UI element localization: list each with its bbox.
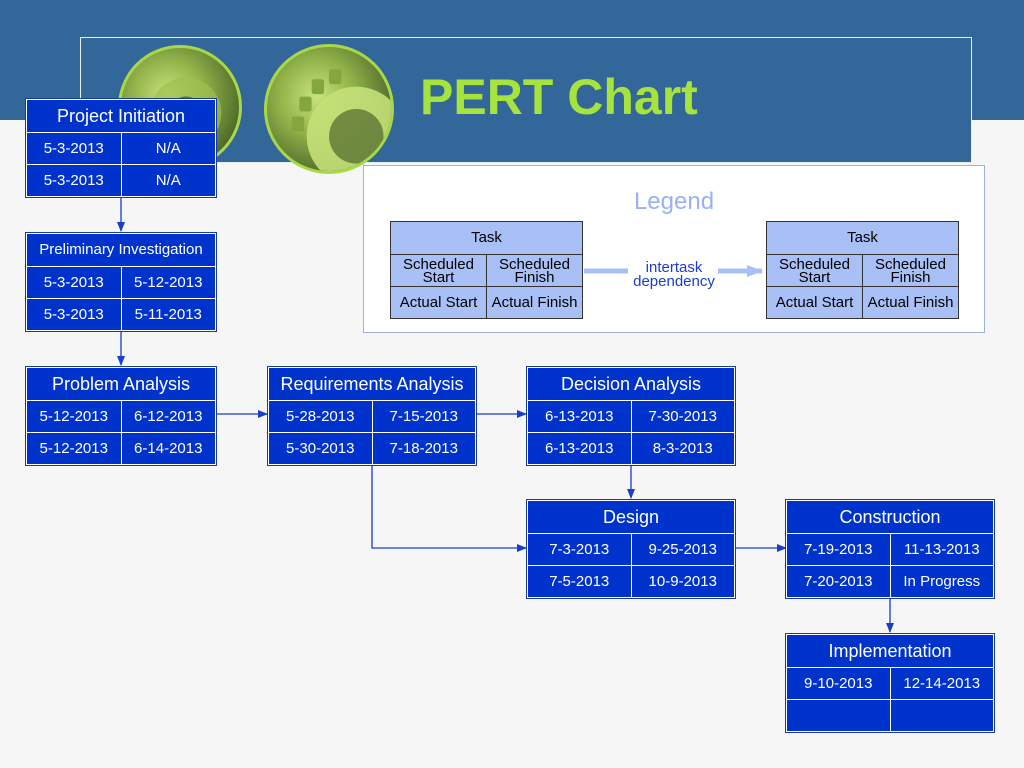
actual-finish: 10-9-2013 [630, 566, 735, 597]
scheduled-finish: 7-30-2013 [630, 401, 735, 432]
node-title: Preliminary Investigation [39, 241, 203, 258]
actual-finish: In Progress [889, 566, 994, 597]
scheduled-start: 5-3-2013 [43, 274, 104, 291]
actual-finish: 5-11-2013 [120, 299, 216, 330]
scheduled-finish: 5-12-2013 [120, 267, 216, 298]
legend-task-label: Task [471, 229, 502, 246]
legend: Legend Task Scheduled Start Scheduled Fi… [363, 165, 985, 333]
node-title: Design [602, 507, 660, 527]
arrow-requirements-to-design [371, 464, 527, 552]
actual-finish: 8-3-2013 [630, 433, 735, 464]
actual-start [787, 700, 890, 731]
legend-scheduled-start: Scheduled Start [779, 255, 850, 286]
scheduled-finish: 9-25-2013 [630, 534, 735, 565]
node-title: Requirements Analysis [280, 374, 464, 394]
node-problem-analysis: Problem Analysis 5-12-2013 6-12-2013 5-1… [26, 367, 216, 465]
legend-scheduled-finish: Scheduled Finish [862, 255, 958, 286]
legend-task-label: Task [847, 229, 878, 246]
scheduled-start: 7-19-2013 [804, 541, 873, 558]
legend-task-node-left: Task Scheduled Start Scheduled Finish Ac… [390, 221, 583, 319]
gear-image-2 [264, 44, 394, 174]
gear-icon [291, 69, 391, 171]
node-construction: Construction 7-19-2013 11-13-2013 7-20-2… [786, 500, 994, 598]
node-title: Construction [839, 507, 941, 527]
slide-title: PERT Chart [420, 69, 698, 125]
legend-dependency-label: intertask dependency [633, 259, 715, 290]
actual-finish: N/A [120, 165, 216, 196]
node-title: Problem Analysis [51, 374, 191, 394]
actual-start: 5-3-2013 [43, 172, 104, 189]
legend-scheduled-start: Scheduled Start [403, 255, 474, 286]
actual-finish: 6-14-2013 [120, 433, 216, 464]
legend-actual-start: Actual Start [775, 294, 854, 311]
actual-start: 5-12-2013 [39, 440, 108, 457]
legend-task-node-right: Task Scheduled Start Scheduled Finish Ac… [766, 221, 959, 319]
node-title: Implementation [828, 641, 952, 661]
node-requirements-analysis: Requirements Analysis 5-28-2013 7-15-201… [268, 367, 476, 465]
scheduled-finish: 7-15-2013 [371, 401, 476, 432]
node-decision-analysis: Decision Analysis 6-13-2013 7-30-2013 6-… [527, 367, 735, 465]
legend-dependency-arrow [584, 265, 763, 277]
node-preliminary-investigation: Preliminary Investigation 5-3-2013 5-12-… [26, 233, 216, 331]
scheduled-start: 9-10-2013 [804, 675, 873, 692]
legend-actual-start: Actual Start [399, 294, 478, 311]
scheduled-finish: 6-12-2013 [120, 401, 216, 432]
scheduled-start: 5-28-2013 [286, 408, 355, 425]
scheduled-start: 6-13-2013 [545, 408, 614, 425]
scheduled-finish: N/A [120, 133, 216, 164]
legend-actual-finish: Actual Finish [486, 287, 582, 318]
legend-actual-finish: Actual Finish [862, 287, 958, 318]
actual-start: 6-13-2013 [545, 440, 614, 457]
node-title: Decision Analysis [560, 374, 702, 394]
legend-title: Legend [633, 188, 715, 215]
actual-start: 5-30-2013 [286, 440, 355, 457]
actual-start: 7-5-2013 [549, 573, 610, 590]
actual-start: 7-20-2013 [804, 573, 873, 590]
scheduled-finish: 12-14-2013 [889, 668, 994, 699]
node-title: Project Initiation [56, 106, 186, 126]
scheduled-start: 7-3-2013 [549, 541, 610, 558]
legend-scheduled-finish: Scheduled Finish [486, 255, 582, 286]
scheduled-finish: 11-13-2013 [889, 534, 994, 565]
actual-finish [889, 700, 994, 731]
scheduled-start: 5-3-2013 [43, 140, 104, 157]
node-implementation: Implementation 9-10-2013 12-14-2013 [786, 634, 994, 732]
actual-finish: 7-18-2013 [371, 433, 476, 464]
node-design: Design 7-3-2013 9-25-2013 7-5-2013 10-9-… [527, 500, 735, 598]
scheduled-start: 5-12-2013 [39, 408, 108, 425]
node-project-initiation: Project Initiation 5-3-2013 N/A 5-3-2013… [26, 99, 216, 197]
actual-start: 5-3-2013 [43, 306, 104, 323]
